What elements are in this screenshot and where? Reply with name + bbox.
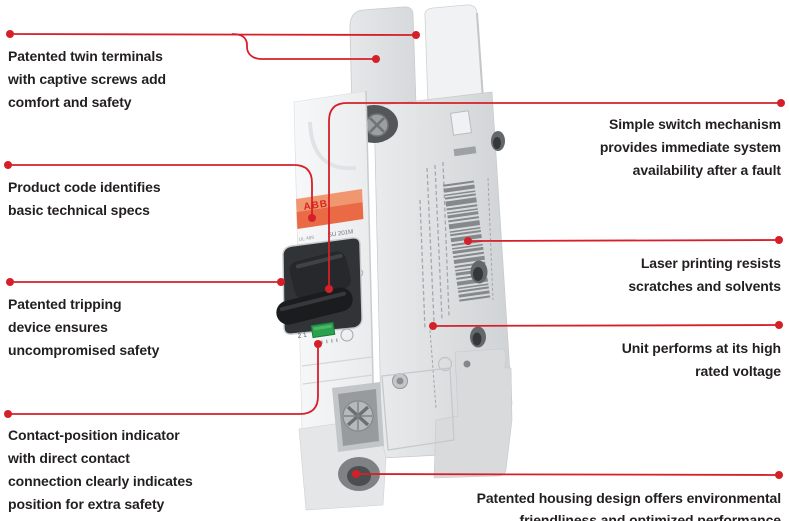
annotation-line: comfort and safety [8, 94, 132, 110]
toggle-switch [276, 251, 353, 325]
circuit-breaker-photo: ABB SU 201M K5A CB UL 489 ~277V 50/60Hz … [276, 4, 513, 511]
annotation-switch-mechanism: Simple switch mechanism provides immedia… [600, 113, 781, 182]
model-code: SU 201M [327, 228, 354, 239]
annotation-product-code: Product code identifies basic technical … [8, 176, 161, 222]
flange-pin [463, 360, 471, 368]
annotation-line: Simple switch mechanism [609, 116, 781, 132]
callout-line-switch-mechanism [328, 102, 781, 289]
annotation-laser-printing: Laser printing resists scratches and sol… [628, 252, 781, 298]
callout-line-product-code [8, 164, 313, 218]
annotation-line: rated voltage [695, 363, 781, 379]
annotation-line: device ensures [8, 319, 108, 335]
molding-groove-1 [301, 356, 373, 367]
annotation-housing-design: Patented housing design offers environme… [476, 487, 782, 521]
screw-pozidriv-notches [344, 402, 372, 430]
annotation-line: Patented tripping [8, 296, 122, 312]
annotation-rated-voltage: Unit performs at its high rated voltage [622, 337, 781, 383]
annotation-line: scratches and solvents [628, 278, 781, 294]
contact-position-indicator [310, 321, 336, 339]
annotation-line: Laser printing resists [640, 255, 781, 271]
annotation-line: Contact-position indicator [8, 427, 180, 443]
front-right-edge [365, 90, 375, 421]
callout-line-contact-position [8, 344, 319, 415]
flange-hole-outline [437, 356, 453, 372]
certification-mark-3 [340, 328, 354, 342]
side-label-box [449, 110, 477, 157]
callout-line-twin-terminals-branch [231, 33, 376, 60]
molding-groove-2 [302, 374, 374, 385]
callout-lines [8, 33, 781, 476]
annotation-line: connection clearly indicates [8, 473, 193, 489]
callout-line-twin-terminals [9, 33, 417, 36]
callout-line-housing-design [355, 473, 780, 476]
annotation-line: position for extra safety [8, 496, 165, 512]
side-molded-panel [381, 367, 455, 451]
abb-logo: ABB [303, 198, 329, 213]
rivet-center [396, 377, 404, 385]
brand-band [296, 202, 364, 229]
laser-printing-text [419, 161, 494, 409]
callout-line-laser-printing [467, 239, 780, 242]
annotation-line: Patented twin terminals [8, 48, 163, 64]
side-holes [470, 131, 505, 348]
annotation-line: Unit performs at its high [621, 340, 781, 356]
annotation-line: availability after a fault [632, 162, 781, 178]
top-flange [349, 6, 417, 110]
annotation-line: uncompromised safety [8, 342, 160, 358]
tower-edge-shade [476, 12, 484, 100]
annotation-twin-terminals: Patented twin terminals with captive scr… [8, 45, 166, 114]
barcode [443, 180, 491, 302]
indicator-marks: 2 1 [297, 332, 307, 340]
top-housing [424, 4, 484, 106]
annotation-line: Product code identifies [8, 179, 161, 195]
annotation-line: friendliness and optimized performance [519, 512, 782, 521]
screw-cross [369, 117, 385, 133]
annotation-tripping-device: Patented tripping device ensures uncompr… [8, 293, 159, 362]
callout-line-rated-voltage [432, 324, 780, 327]
annotation-line: basic technical specs [8, 202, 150, 218]
bottom-flange [433, 348, 513, 479]
annotation-contact-position: Contact-position indicator with direct c… [8, 424, 193, 516]
annotation-line: Patented housing design offers environme… [476, 490, 782, 506]
annotation-line: with direct contact [8, 450, 130, 466]
callout-dots [4, 30, 785, 479]
annotation-line: with captive screws add [8, 71, 166, 87]
terminal-molding-arc [308, 121, 357, 171]
annotation-line: provides immediate system [599, 139, 781, 155]
spec-line-1: UL 489 [298, 235, 314, 243]
